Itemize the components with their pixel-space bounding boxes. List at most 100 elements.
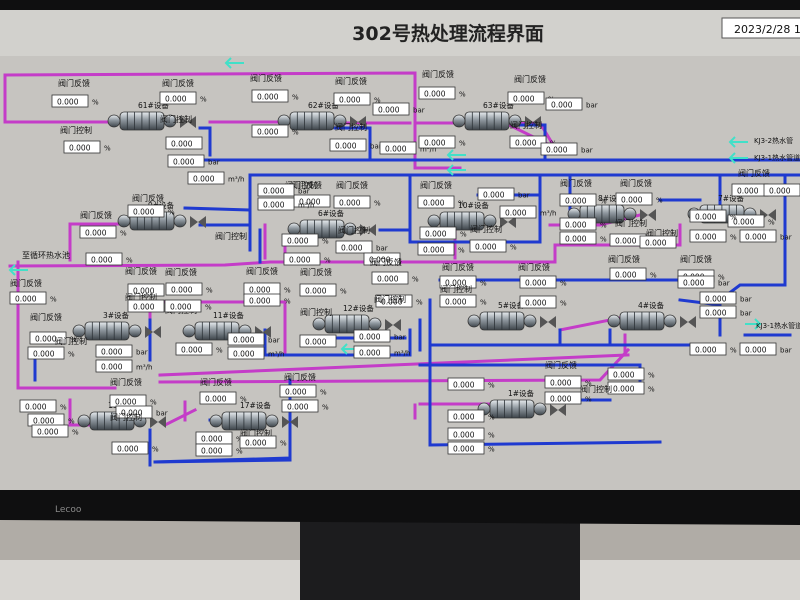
value-readout[interactable]: 0.000% [175, 342, 223, 356]
heat-exchanger-unit[interactable]: 10#设备 [427, 200, 516, 231]
value-readout[interactable]: 0.000% [299, 283, 347, 297]
value-readout[interactable]: 0.000% [27, 413, 75, 427]
value-readout[interactable]: 0.000 [639, 235, 677, 249]
value-readout[interactable]: 0.000% [375, 294, 423, 308]
value-readout[interactable]: 0.000% [333, 195, 381, 209]
value-readout[interactable]: 0.000% [439, 294, 487, 308]
value-readout[interactable]: 0.000% [251, 124, 299, 138]
value-readout[interactable]: 0.000% [544, 391, 592, 405]
value-readout[interactable]: 0.000% [109, 394, 157, 408]
value-readout[interactable]: 0.000% [111, 441, 159, 455]
value-readout[interactable]: 0.000% [469, 239, 517, 253]
value-readout[interactable]: 0.000% [544, 375, 592, 389]
value-readout[interactable]: 0.000% [519, 295, 567, 309]
value-readout[interactable]: 0.000% [195, 431, 243, 445]
heat-exchanger-unit[interactable]: 4#设备 [607, 300, 696, 331]
value-readout[interactable]: 0.000% [127, 204, 175, 218]
value-readout[interactable]: 0.000% [519, 275, 567, 289]
value-readout[interactable]: 0.000% [615, 192, 663, 206]
heat-exchanger-unit[interactable]: 6#设备 [287, 208, 376, 239]
heat-exchanger-unit[interactable]: 5#设备 [467, 300, 556, 331]
heat-exchanger-unit[interactable]: 12#设备 [312, 303, 401, 334]
value-readout[interactable]: 0.000% [447, 441, 495, 455]
value-readout[interactable]: 0.000% [19, 399, 67, 413]
value-readout[interactable]: 0.000% [27, 346, 75, 360]
value-readout[interactable]: 0.000% [333, 92, 381, 106]
value-readout[interactable]: 0.000% [447, 409, 495, 423]
heat-exchanger-unit[interactable]: 3#设备 [72, 310, 161, 341]
value-readout[interactable]: 0.000 [363, 252, 401, 266]
value-readout[interactable]: 0.000% [419, 226, 467, 240]
value-readout[interactable]: 0.000% [63, 140, 111, 154]
value-readout[interactable]: 0.000% [439, 275, 487, 289]
value-readout[interactable]: 0.000% [29, 331, 77, 345]
value-readout[interactable]: 0.000% [9, 291, 57, 305]
value-readout[interactable]: 0.000% [79, 225, 127, 239]
value-readout[interactable]: 0.000% [164, 299, 212, 313]
value-readout[interactable]: 0.000% [418, 135, 466, 149]
value-readout[interactable]: 0.000% [51, 94, 99, 108]
value-readout[interactable]: 0.000% [689, 229, 737, 243]
value-readout[interactable]: 0.000% [165, 282, 213, 296]
value-readout[interactable]: 0.000% [31, 424, 79, 438]
value-readout[interactable]: 0.000% [371, 271, 419, 285]
value-readout[interactable]: 0.000% [447, 427, 495, 441]
heat-exchanger-unit[interactable]: 63#设备 [452, 100, 541, 131]
value-readout[interactable]: 0.000% [199, 391, 247, 405]
value-readout[interactable]: 0.000% [243, 293, 291, 307]
value-readout[interactable]: 0.000 [165, 136, 203, 150]
value-readout[interactable]: 0.000 [299, 334, 337, 348]
value-readout[interactable]: 0.000% [689, 342, 737, 356]
heat-exchanger-unit[interactable]: 17#设备 [209, 400, 298, 431]
value-readout[interactable]: 0.000% [195, 443, 243, 457]
value-readout[interactable]: 0.000% [559, 193, 607, 207]
value-readout[interactable]: 0.000% [281, 399, 329, 413]
value-readout[interactable]: 0.000% [243, 282, 291, 296]
value-readout[interactable]: 0.000% [689, 209, 737, 223]
value-readout[interactable]: 0.000% [85, 252, 133, 266]
value-readout[interactable]: 0.000% [239, 435, 287, 449]
value-readout[interactable]: 0.000% [447, 377, 495, 391]
value-readout[interactable]: 0.000% [609, 267, 657, 281]
value-readout[interactable]: 0.000% [279, 384, 327, 398]
value-readout[interactable]: 0.000% [417, 195, 465, 209]
value-readout[interactable]: 0.000% [607, 367, 655, 381]
value-readout[interactable]: 0.000% [159, 91, 207, 105]
value-readout[interactable]: 0.000% [281, 233, 329, 247]
value-readout[interactable]: 0.000% [417, 242, 465, 256]
value-readout[interactable]: 0.000% [251, 89, 299, 103]
heat-exchanger-unit[interactable]: 1#设备 [477, 388, 566, 419]
value-readout[interactable]: 0.000% [559, 217, 607, 231]
value-readout[interactable]: 0.000% [607, 381, 655, 395]
value-readout[interactable]: 0.000% [727, 214, 775, 228]
value-readout[interactable]: 0.000% [283, 252, 331, 266]
value-readout[interactable]: 0.000% [418, 86, 466, 100]
value-readout[interactable]: 0.000% [559, 231, 607, 245]
heat-exchanger-unit[interactable]: 62#设备 [277, 100, 366, 131]
